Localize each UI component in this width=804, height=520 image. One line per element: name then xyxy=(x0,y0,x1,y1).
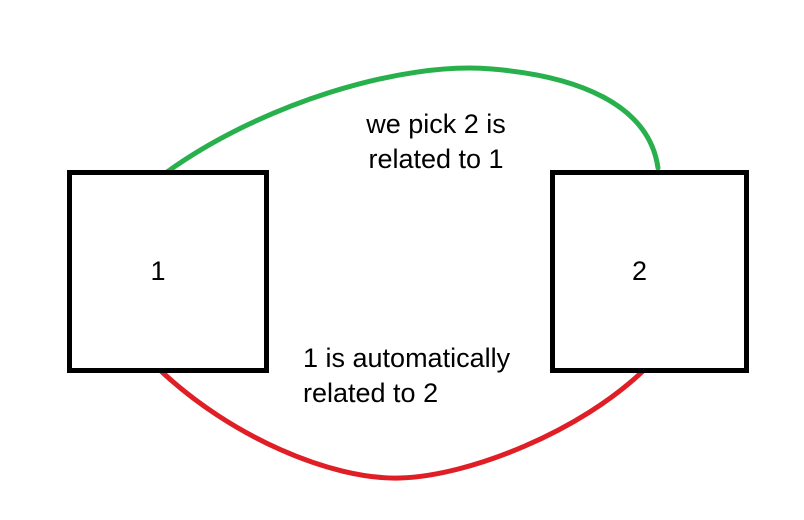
node-1: 1 xyxy=(67,170,269,373)
node-1-label: 1 xyxy=(150,256,166,286)
red-edge-label: 1 is automatically related to 2 xyxy=(303,341,510,411)
node-2-label: 2 xyxy=(631,256,648,286)
node-2: 2 xyxy=(550,170,749,373)
green-edge-label-line1: we pick 2 is xyxy=(366,109,506,139)
red-edge-curve xyxy=(158,367,647,481)
red-edge-label-line2: related to 2 xyxy=(303,378,439,408)
green-edge-label: we pick 2 is related to 1 xyxy=(330,107,542,177)
green-edge-label-line2: related to 1 xyxy=(368,144,504,174)
green-edge-curve xyxy=(164,65,661,175)
red-edge-label-line1: 1 is automatically xyxy=(303,343,511,373)
